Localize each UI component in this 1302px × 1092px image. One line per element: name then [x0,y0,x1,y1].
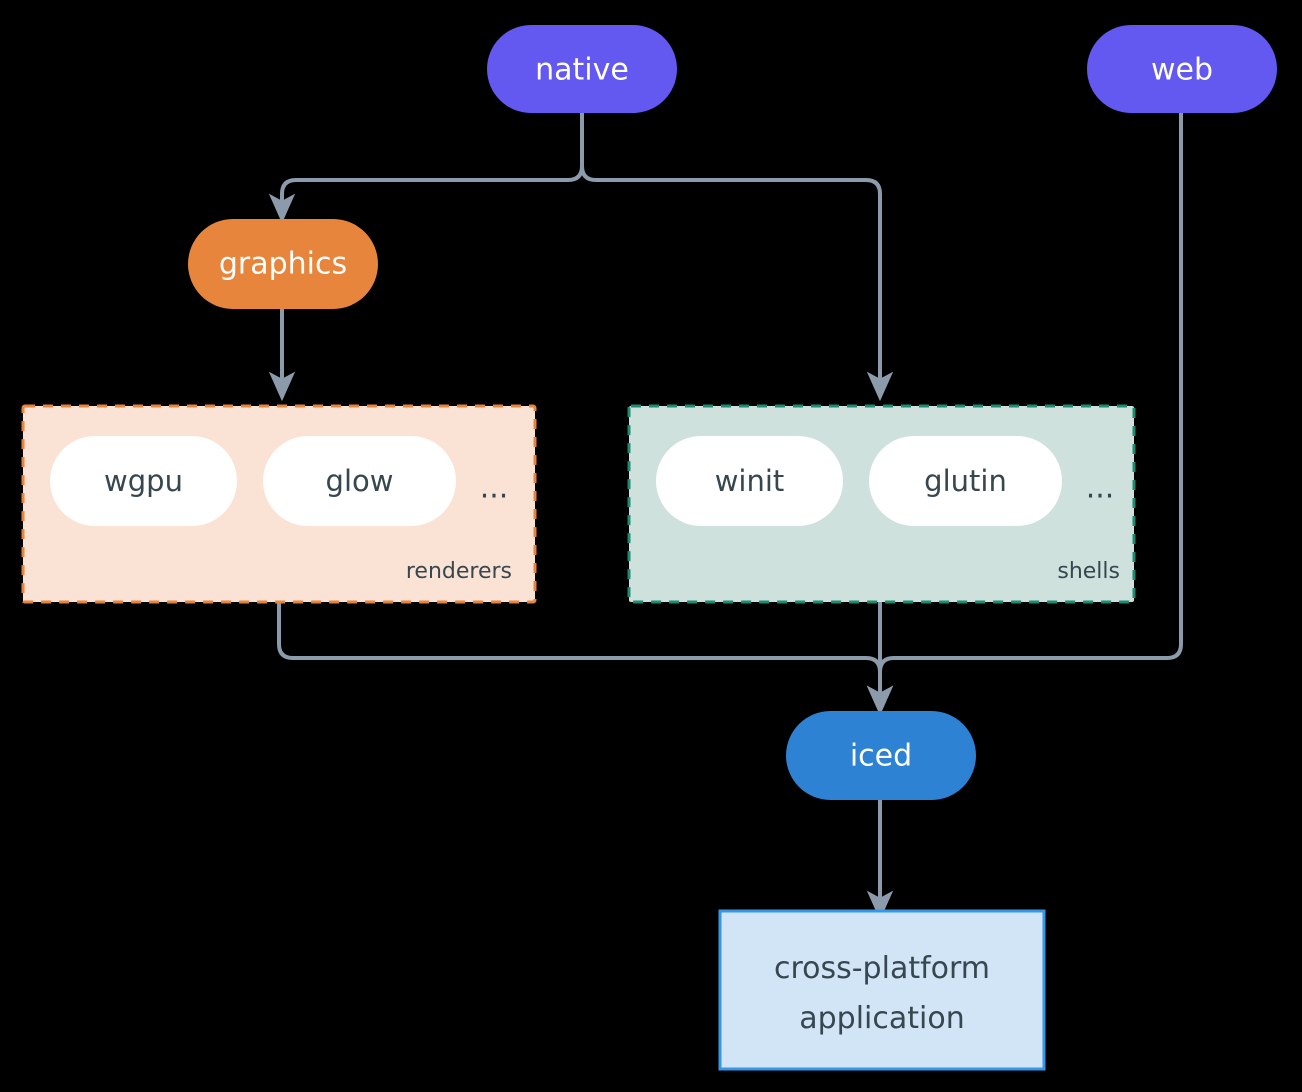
edge-native-to-shells [580,111,894,402]
node-web-shape [1087,25,1277,113]
node-iced[interactable]: iced [786,711,976,800]
renderers-item-wgpu[interactable]: wgpu [50,436,237,526]
edge-layer [268,111,1183,921]
node-graphics[interactable]: graphics [188,219,378,309]
shells-item-winit-pill [656,436,843,526]
shells-item-winit-label: winit [715,464,785,498]
node-web[interactable]: web [1087,25,1277,113]
edge-web-to-iced [866,111,1183,716]
node-graphics-label: graphics [219,247,347,282]
shells-item-glutin-label: glutin [924,464,1007,498]
node-native-shape [487,25,677,113]
shells-item-winit[interactable]: winit [656,436,843,526]
node-application-label-line1: cross-platform [774,951,990,986]
renderers-item-glow-label: glow [326,464,394,498]
renderers-group-caption: renderers [406,559,512,584]
node-native-label: native [535,53,629,88]
node-iced-label: iced [850,739,912,774]
renderers-item-wgpu-pill [50,436,237,526]
renderers-item-wgpu-label: wgpu [104,464,183,498]
node-application-shape [718,909,1046,1071]
renderers-item-glow-pill [263,436,456,526]
shells-item-glutin[interactable]: glutin [869,436,1062,526]
shells-item-glutin-pill [869,436,1062,526]
node-graphics-shape [188,219,378,309]
edge-renderers-to-iced [277,600,894,716]
group-renderers: wgpu glow ... renderers [21,404,537,604]
renderers-item-glow[interactable]: glow [263,436,456,526]
group-shells: winit glutin ... shells [627,404,1136,604]
node-web-label: web [1151,53,1213,88]
node-iced-shape [786,711,976,800]
node-application-label-line2: application [799,1001,964,1036]
renderers-overflow-ellipsis: ... [480,471,509,506]
shells-group-caption: shells [1057,559,1120,584]
node-application[interactable]: cross-platform application [718,909,1046,1071]
edge-native-to-graphics [268,111,584,224]
shells-overflow-ellipsis: ... [1086,471,1115,506]
node-native[interactable]: native [487,25,677,113]
